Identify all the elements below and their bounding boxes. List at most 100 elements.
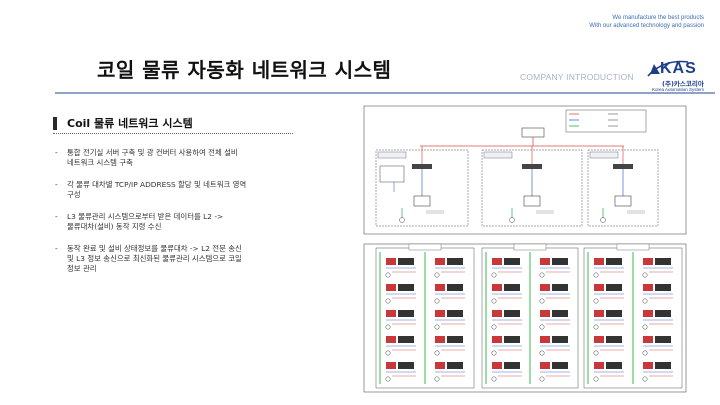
node <box>491 376 497 382</box>
cart-device <box>540 362 550 369</box>
bay-label-box <box>408 243 442 251</box>
cart-controller <box>447 310 463 317</box>
node <box>593 350 599 356</box>
node <box>491 298 497 304</box>
node <box>385 298 391 304</box>
cart-controller <box>655 310 671 317</box>
cart-controller <box>447 362 463 369</box>
node <box>642 298 648 304</box>
cart-controller <box>504 336 520 343</box>
cart-controller <box>655 362 671 369</box>
node <box>491 350 497 356</box>
node <box>385 272 391 278</box>
node <box>600 217 606 223</box>
legend-box <box>565 109 647 133</box>
cart-device <box>492 362 502 369</box>
cart-device <box>540 336 550 343</box>
cart-controller <box>447 336 463 343</box>
cart-device <box>594 362 604 369</box>
cart-controller <box>504 362 520 369</box>
bullet-line: 통합 전기실 서버 구축 및 광 컨버터 사용하여 전체 설비 <box>67 148 238 157</box>
node <box>434 298 440 304</box>
bullet-item: 통합 전기실 서버 구축 및 광 컨버터 사용하여 전체 설비 네트워크 시스템… <box>53 148 313 168</box>
node <box>385 324 391 330</box>
bullet-item: 동작 완료 및 설비 상태정보를 물류대차 -> L2 전문 송신 및 L3 정… <box>53 244 313 274</box>
bullet-line: 구성 <box>67 190 81 199</box>
central-server <box>521 127 545 138</box>
switch <box>412 164 432 169</box>
bullet-item: 각 물류 대차별 TCP/IP ADDRESS 할당 및 네트워크 영역 구성 <box>53 180 313 200</box>
cart-controller <box>606 310 622 317</box>
node <box>491 324 497 330</box>
server-block <box>379 165 405 183</box>
cart-device <box>492 284 502 291</box>
cart-device <box>492 258 502 265</box>
bullet-line: 각 물류 대차별 TCP/IP ADDRESS 할당 및 네트워크 영역 <box>67 180 247 189</box>
logo-swoosh-icon <box>647 60 689 77</box>
node <box>434 272 440 278</box>
cart-controller <box>504 284 520 291</box>
node <box>399 217 405 223</box>
cart-device <box>540 310 550 317</box>
cart-device <box>492 336 502 343</box>
cart-device <box>643 284 653 291</box>
cart-controller <box>552 284 568 291</box>
cart-controller <box>552 362 568 369</box>
cart-device <box>594 310 604 317</box>
logo-mark: KAS <box>660 60 697 77</box>
cart-device <box>594 258 604 265</box>
bullet-line: 네트워크 시스템 구축 <box>67 158 133 167</box>
node <box>539 298 545 304</box>
node <box>434 324 440 330</box>
bullet-line: L3 물류관리 시스템으로부터 받은 데이터를 L2 -> <box>67 212 224 221</box>
cart-device <box>435 336 445 343</box>
section-marker <box>53 116 57 130</box>
cart-controller <box>504 310 520 317</box>
node <box>491 272 497 278</box>
cart-device <box>386 284 396 291</box>
cart-device <box>492 310 502 317</box>
cart-device <box>386 362 396 369</box>
cart-device <box>643 258 653 265</box>
bullet-line: 물류대차(설비) 동작 지령 수신 <box>67 222 162 231</box>
cart-device <box>643 310 653 317</box>
cart-controller <box>398 284 414 291</box>
cart-device <box>435 362 445 369</box>
node <box>642 376 648 382</box>
node <box>509 217 515 223</box>
node <box>642 324 648 330</box>
node <box>385 350 391 356</box>
node <box>642 272 648 278</box>
company-introduction-label: COMPANY INTRODUCTION <box>520 72 634 82</box>
node <box>385 376 391 382</box>
cart-controller <box>655 258 671 265</box>
converter <box>523 195 541 207</box>
switch <box>613 164 633 169</box>
section-title: Coil 물류 네트워크 시스템 <box>67 117 193 130</box>
switch <box>522 164 542 169</box>
cart-controller <box>655 336 671 343</box>
bullet-line: 및 L3 정보 송신으로 최신화된 물류관리 시스템으로 코일 <box>67 254 242 263</box>
page-title: 코일 물류 자동화 네트워크 시스템 <box>97 58 392 82</box>
cart-device <box>435 284 445 291</box>
cart-controller <box>398 336 414 343</box>
node <box>593 298 599 304</box>
node <box>434 376 440 382</box>
node <box>539 350 545 356</box>
cart-controller <box>606 258 622 265</box>
cart-controller <box>606 284 622 291</box>
cart-device <box>435 258 445 265</box>
bay-label-box <box>513 243 547 251</box>
node <box>539 324 545 330</box>
cart-controller <box>398 362 414 369</box>
cart-controller <box>655 284 671 291</box>
node <box>642 350 648 356</box>
cart-device <box>540 258 550 265</box>
cart-device <box>386 258 396 265</box>
bullet-item: L3 물류관리 시스템으로부터 받은 데이터를 L2 -> 물류대차(설비) 동… <box>53 212 313 232</box>
cart-controller <box>398 258 414 265</box>
cart-controller <box>504 258 520 265</box>
cart-controller <box>552 310 568 317</box>
cart-device <box>386 336 396 343</box>
bay-label-box <box>616 243 650 251</box>
